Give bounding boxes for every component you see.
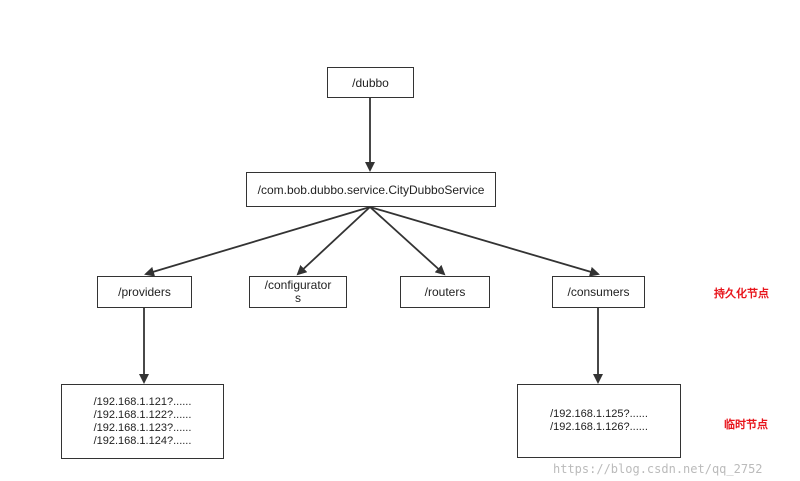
legend-persistent-node: 持久化节点 — [714, 287, 769, 300]
node-service-label: /com.bob.dubbo.service.CityDubboService — [257, 182, 485, 197]
node-consumer-urls: /192.168.1.125?...... /192.168.1.126?...… — [517, 384, 681, 458]
node-provider-urls: /192.168.1.121?...... /192.168.1.122?...… — [61, 384, 224, 459]
provider-url: /192.168.1.123?...... — [93, 421, 192, 434]
provider-url: /192.168.1.121?...... — [93, 395, 192, 408]
node-configurators: /configurator s — [249, 276, 347, 308]
edge-service-consumers — [369, 206, 600, 277]
node-configurators-label-1: /configurator — [264, 278, 332, 292]
node-routers-label: /routers — [424, 285, 466, 299]
provider-url: /192.168.1.122?...... — [93, 408, 192, 421]
node-dubbo-root-label: /dubbo — [352, 75, 389, 90]
legend-ephemeral-node: 临时节点 — [724, 418, 768, 431]
edge-service-providers — [144, 206, 371, 277]
provider-url: /192.168.1.124?...... — [93, 434, 192, 447]
node-configurators-label-2: s — [295, 291, 301, 305]
consumer-url: /192.168.1.125?...... — [550, 408, 648, 420]
watermark: https://blog.csdn.net/qq_2752 — [553, 462, 763, 476]
node-routers: /routers — [400, 276, 490, 308]
node-consumers-label: /consumers — [567, 285, 630, 299]
edge-service-configurators — [296, 206, 371, 276]
node-providers-label: /providers — [118, 285, 171, 299]
node-consumers: /consumers — [552, 276, 645, 308]
node-providers: /providers — [97, 276, 192, 308]
edge-service-routers — [369, 206, 446, 276]
node-dubbo-root: /dubbo — [327, 67, 414, 98]
node-service: /com.bob.dubbo.service.CityDubboService — [246, 172, 496, 207]
consumer-url: /192.168.1.126?...... — [550, 421, 648, 433]
